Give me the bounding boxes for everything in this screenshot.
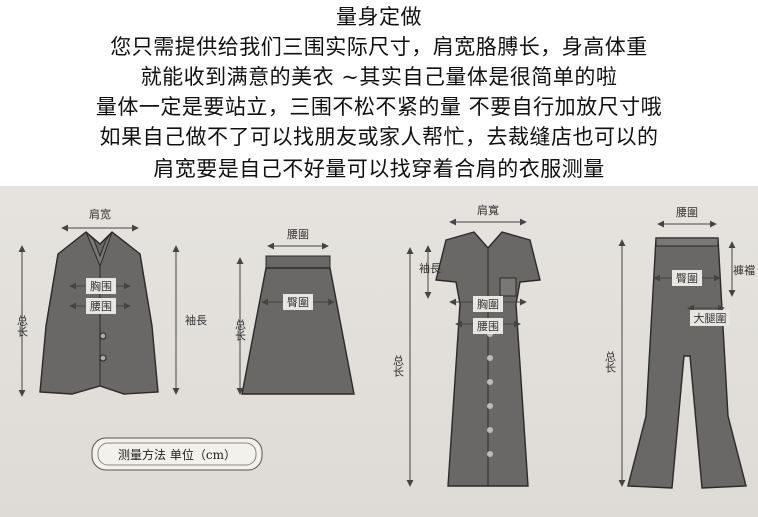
instruction-line-1: 您只需提供给我们三围实际尺寸，肩宽胳膊长，身高体重: [110, 35, 648, 59]
badge-label: 测量方法 单位（cm）: [118, 447, 236, 462]
instruction-line-3: 量体一定是要站立，三围不松不紧的量 不要自行加放尺寸哦: [95, 95, 663, 119]
jacket-length-label: 总长: [16, 314, 29, 337]
pants-hip-label: 臀圍: [676, 272, 698, 285]
jacket-shoulder-label: 肩宽: [89, 207, 111, 221]
pants-rise-label: 褲襠: [733, 263, 755, 277]
measurement-method-badge: 测量方法 单位（cm）: [91, 437, 263, 471]
instructions-text-block: 量身定做 您只需提供给我们三围实际尺寸，肩宽胳膊长，身高体重 就能收到满意的美衣…: [0, 0, 758, 188]
skirt-length-label: 总长: [234, 318, 247, 341]
dress-bust-label: 胸圍: [477, 297, 499, 311]
instruction-line-4: 如果自己做不了可以找朋友或家人帮忙，去裁缝店也可以的: [99, 125, 659, 149]
dress-length-label: 总长: [392, 354, 405, 377]
pants-figure: [627, 237, 747, 489]
pants-thigh-label: 大腿圍: [694, 311, 727, 325]
jacket-waist-label: 腰围: [90, 300, 112, 313]
skirt-figure: [241, 255, 355, 395]
dress-sleeve-label: 袖長: [419, 261, 441, 275]
skirt-waist-label: 腰圍: [287, 228, 309, 241]
instructions-title: 量身定做: [336, 5, 422, 29]
skirt-hip-label: 臀圍: [287, 296, 309, 309]
instruction-line-2: 就能收到满意的美衣 ~其实自己量体是很简单的啦: [140, 65, 618, 89]
pants-waist-label: 腰圍: [676, 206, 698, 219]
dress-waist-label: 腰围: [477, 320, 499, 333]
dress-shoulder-label: 肩寬: [477, 203, 499, 217]
instruction-line-5: 肩宽要是自己不好量可以找穿着合肩的衣服测量: [153, 157, 605, 181]
measurement-diagram-panel: 肩宽 胸围 腰围 总长 袖長 腰圍 臀圍 总长: [0, 186, 758, 517]
jacket-sleeve-label: 袖長: [185, 313, 207, 327]
measurement-diagram: 肩宽 胸围 腰围 总长 袖長 腰圍 臀圍 总长: [16, 203, 755, 489]
pants-length-label: 总长: [604, 350, 617, 373]
jacket-bust-label: 胸围: [90, 279, 112, 293]
dress-figure: [435, 231, 541, 487]
